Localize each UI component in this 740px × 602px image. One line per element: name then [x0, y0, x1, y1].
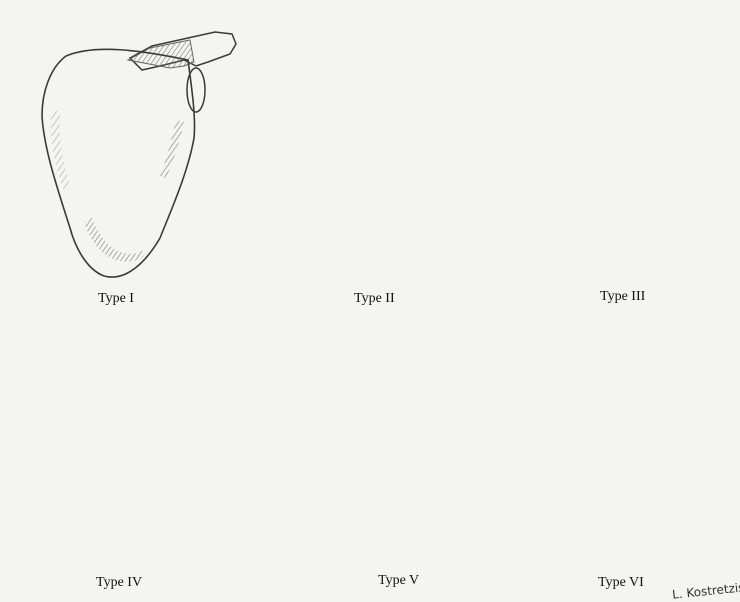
- label-type-4: Type IV: [96, 575, 142, 591]
- shading-right: [160, 120, 184, 178]
- glenoid-cavity: [187, 68, 205, 112]
- panel-type-1: [42, 32, 236, 277]
- label-type-1: Type I: [98, 291, 134, 307]
- label-type-2: Type II: [354, 291, 395, 307]
- shading-bottom: [84, 218, 148, 262]
- label-type-5: Type V: [378, 573, 419, 589]
- label-type-6: Type VI: [598, 575, 644, 591]
- label-type-3: Type III: [600, 289, 645, 305]
